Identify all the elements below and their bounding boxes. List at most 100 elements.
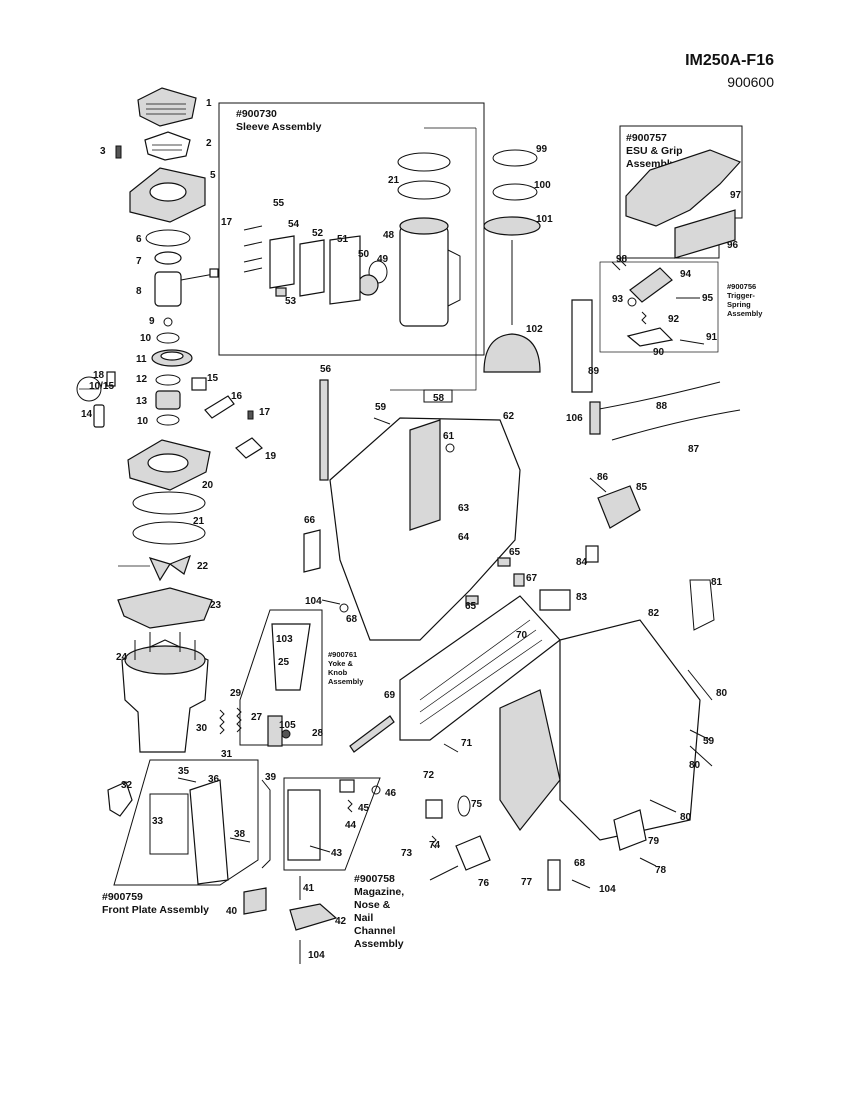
part-screw-78	[639, 857, 657, 867]
callout-104: 104	[308, 950, 325, 961]
callout-42: 42	[335, 916, 347, 927]
callout-80: 80	[680, 812, 692, 823]
magazine-assembly-box	[283, 777, 381, 871]
callout-13: 13	[136, 396, 148, 407]
part-trigger-spring-98	[611, 257, 627, 271]
callout-50: 50	[358, 249, 370, 260]
part-screw-91	[679, 339, 705, 345]
callout-65: 65	[509, 547, 521, 558]
callout-24: 24	[116, 652, 128, 663]
callout-65: 65	[465, 601, 477, 612]
part-ring-99	[492, 149, 538, 167]
part-shield-42	[289, 903, 338, 931]
callout-97: 97	[730, 190, 742, 201]
part-o-ring-21	[132, 491, 206, 515]
callout-10: 10	[140, 333, 152, 344]
callout-87: 87	[688, 444, 700, 455]
part-rail-56	[319, 379, 329, 481]
callout-55: 55	[273, 198, 285, 209]
part-screw-3	[115, 145, 122, 159]
callout-36: 36	[208, 774, 220, 785]
callout-106: 106	[566, 413, 583, 424]
part-screw-104	[321, 599, 341, 605]
part-washer-68	[339, 603, 349, 613]
part-pin-43	[309, 845, 331, 853]
callout-52: 52	[312, 228, 324, 239]
callout-90: 90	[653, 347, 665, 358]
part-ring-9	[163, 317, 173, 327]
part-clip-10b	[156, 414, 180, 426]
part-screw-17	[247, 410, 254, 420]
part-plate-33	[149, 793, 189, 855]
callout-79: 79	[648, 836, 660, 847]
callout-76: 76	[478, 878, 490, 889]
callout-61: 61	[443, 431, 455, 442]
model-number: IM250A-F16	[685, 52, 774, 69]
part-washer-46	[371, 785, 381, 795]
callout-99: 99	[536, 144, 548, 155]
part-screw-59b	[689, 729, 711, 741]
part-yoke-25	[271, 623, 311, 691]
part-block-15	[191, 377, 207, 391]
part-clip-79	[613, 809, 647, 851]
callout-32: 32	[121, 780, 133, 791]
callout-59: 59	[703, 736, 715, 747]
esu-grip-assembly-title: #900757 ESU & Grip Assembly	[626, 132, 683, 170]
part-clamp-19	[235, 437, 263, 459]
part-washer-ref-10-15	[76, 376, 102, 402]
part-magazine-70	[399, 595, 561, 741]
callout-19: 19	[265, 451, 277, 462]
callout-96: 96	[727, 240, 739, 251]
callout-6: 6	[136, 234, 142, 245]
callout-100: 100	[534, 180, 551, 191]
part-cap	[137, 87, 197, 127]
callout-73: 73	[401, 848, 413, 859]
part-esu-96	[674, 209, 736, 259]
part-pin-86	[589, 477, 607, 493]
document-code: 900600	[727, 74, 774, 90]
part-clip-10	[156, 332, 180, 344]
part-bushing-13	[155, 390, 181, 410]
callout-102: 102	[526, 324, 543, 335]
callout-77: 77	[521, 877, 533, 888]
part-fan-22	[118, 554, 191, 582]
part-nose-82	[559, 619, 701, 841]
part-housing-5	[129, 167, 206, 223]
callout-33: 33	[152, 816, 164, 827]
part-wire-87	[611, 409, 741, 441]
callout-40: 40	[226, 906, 238, 917]
part-screws-55	[243, 225, 263, 273]
callout-28: 28	[312, 728, 324, 739]
callout-5: 5	[210, 170, 216, 181]
part-piston-101	[483, 216, 541, 325]
callout-29: 29	[230, 688, 242, 699]
callout-14: 14	[81, 409, 93, 420]
callout-30: 30	[196, 723, 208, 734]
part-latch-68b	[547, 859, 561, 891]
part-guide-40	[243, 887, 267, 915]
part-bushing-84	[585, 545, 599, 563]
callout-94: 94	[680, 269, 692, 280]
part-pusher-69	[349, 715, 395, 753]
part-pin-35	[177, 777, 197, 783]
part-bolt-80	[687, 669, 713, 701]
part-pin-73	[429, 865, 459, 881]
callout-44: 44	[345, 820, 357, 831]
callout-1: 1	[206, 98, 212, 109]
part-plate-54	[269, 235, 295, 289]
callout-7: 7	[136, 256, 142, 267]
callout-48: 48	[383, 230, 395, 241]
callout-74: 74	[429, 840, 441, 851]
part-cylinder-head-24	[121, 632, 209, 753]
callout-18: 18	[93, 370, 105, 381]
part-bracket-16	[204, 395, 235, 419]
callout-21: 21	[193, 516, 205, 527]
part-o-ring-21b	[132, 521, 206, 545]
callout-91: 91	[706, 332, 718, 343]
callout-53: 53	[285, 296, 297, 307]
part-washer-7	[154, 251, 182, 265]
callout-95: 95	[702, 293, 714, 304]
part-latch-76	[455, 835, 491, 871]
callout-22: 22	[197, 561, 209, 572]
part-rod-39	[261, 779, 271, 869]
